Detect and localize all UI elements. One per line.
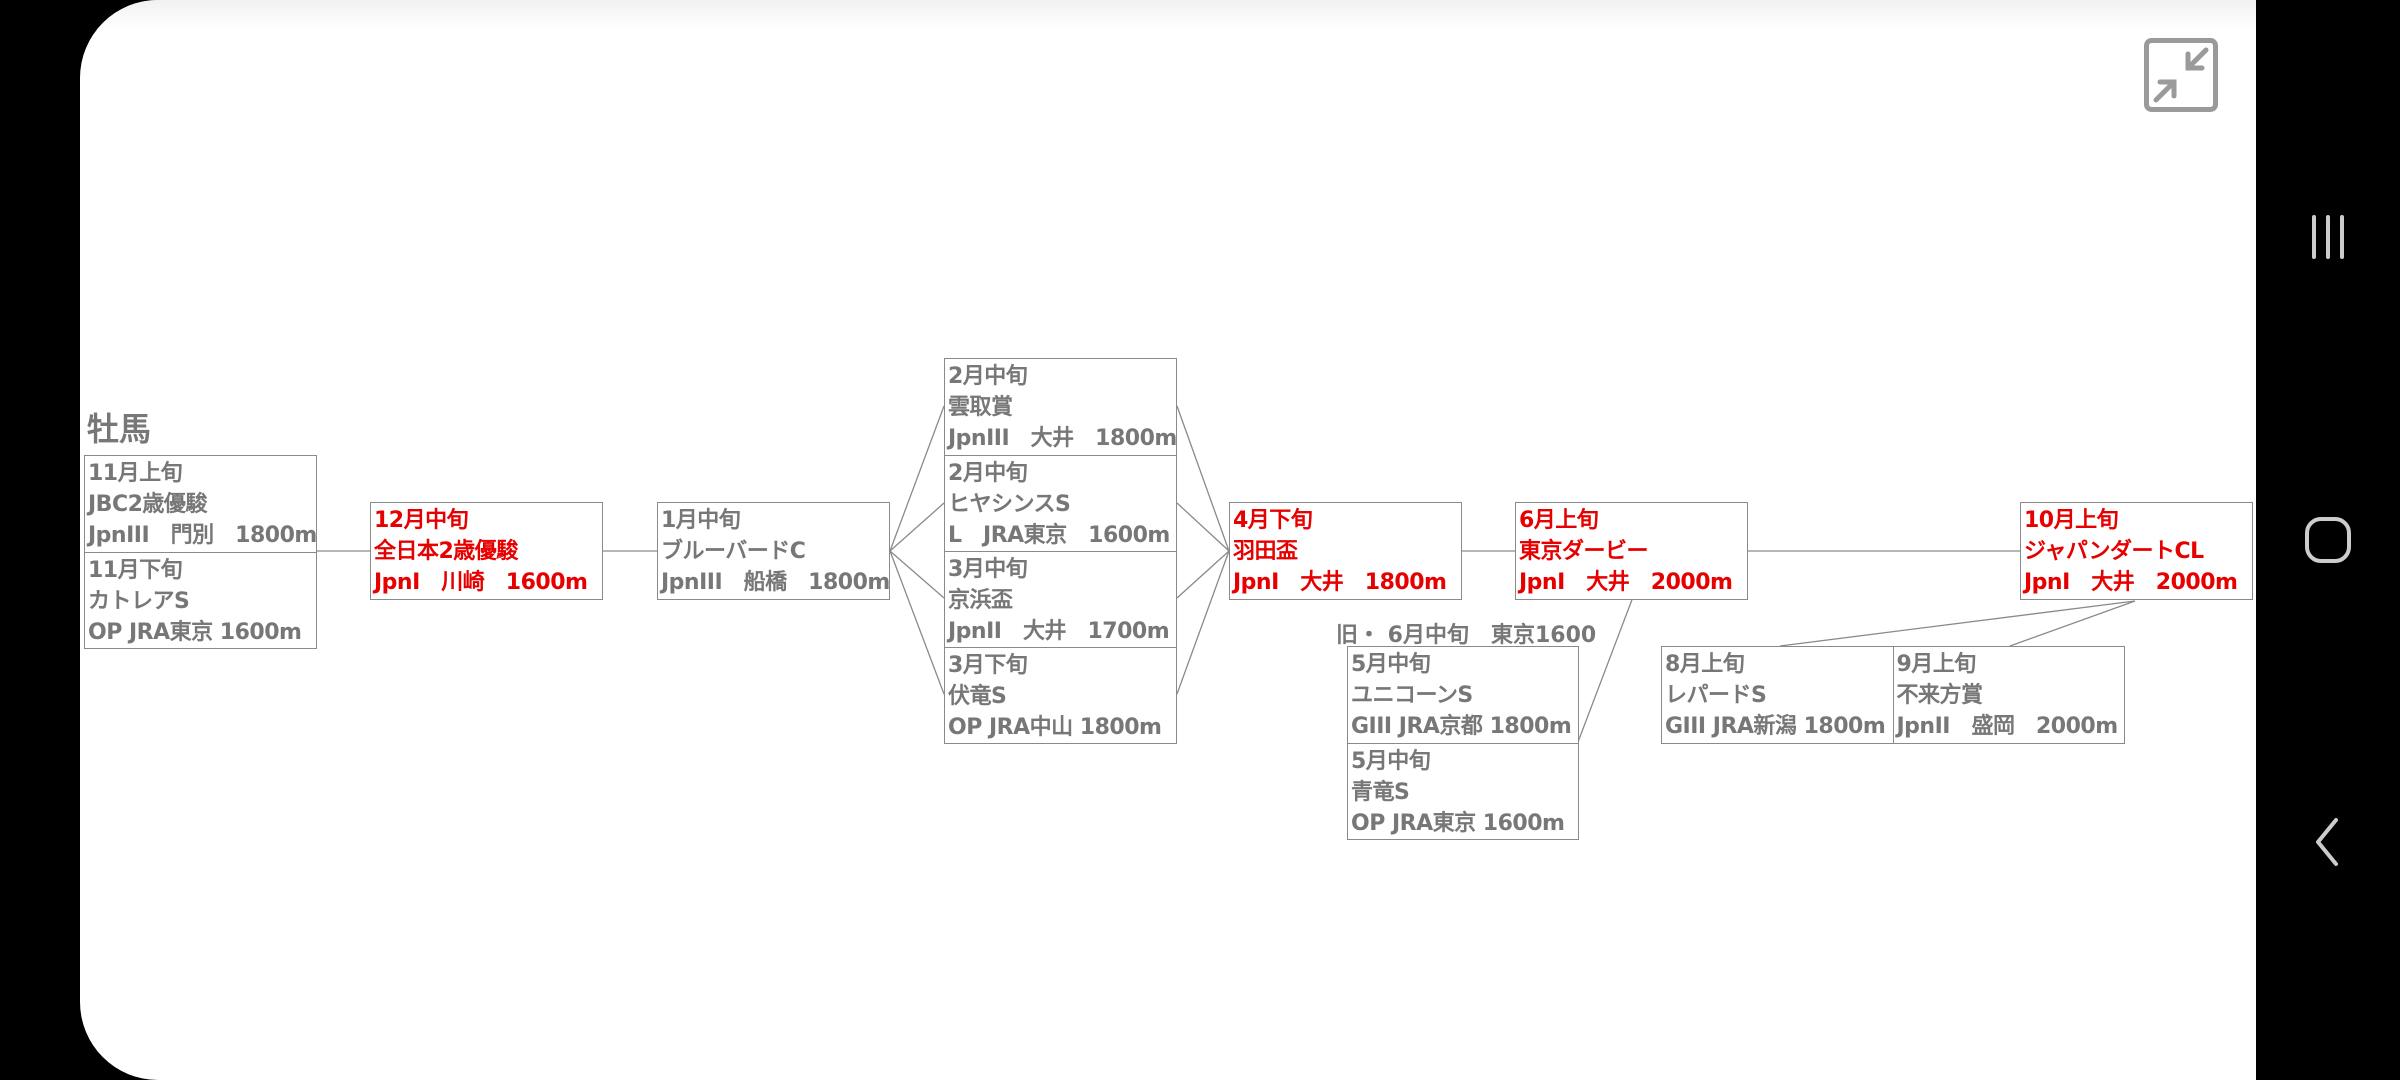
navigation-bar xyxy=(2256,0,2400,1080)
top-shade xyxy=(80,0,2256,30)
race-info: OP JRA東京 1600m xyxy=(1351,811,1565,836)
exit-fullscreen-icon[interactable] xyxy=(2144,38,2218,112)
note-label: 旧・ 6月中旬 東京1600 xyxy=(1336,623,1597,648)
back-icon[interactable] xyxy=(2298,812,2358,872)
race-item[interactable]: 5月中旬青竜S OP JRA東京 1600m xyxy=(1348,743,1578,839)
connector-line xyxy=(889,502,945,552)
race-item[interactable]: 3月中旬京浜盃 JpnII 大井 1700m xyxy=(945,551,1176,647)
race-name: 全日本2歳優駿 xyxy=(374,539,518,564)
race-info: JpnI 川崎 1600m xyxy=(374,570,588,595)
race-name: ヒヤシンスS xyxy=(948,492,1071,517)
race-name: 京浜盃 xyxy=(948,588,1013,613)
connector-line xyxy=(1176,405,1230,552)
race-item[interactable]: 11月上旬 JBC2歳優駿 JpnIII 門別 1800m xyxy=(85,456,317,552)
race-item[interactable]: 12月中旬全日本2歳優駿 JpnI 川崎 1600m xyxy=(371,503,602,599)
race-item[interactable]: 10月上旬ジャパンダートCL JpnI 大井 2000m xyxy=(2021,503,2252,599)
race-period: 2月中旬 xyxy=(948,364,1028,389)
chart-title: 牡馬 xyxy=(87,410,152,448)
race-period: 5月中旬 xyxy=(1351,749,1431,774)
race-item[interactable]: 1月中旬ブルーバードC JpnIII 船橋 1800m xyxy=(658,503,890,599)
race-name: ブルーバードC xyxy=(661,539,806,564)
race-name: 東京ダービー xyxy=(1519,539,1649,564)
race-item[interactable]: 8月上旬レパードS GIII JRA新潟 1800m xyxy=(1662,647,1893,743)
race-period: 9月上旬 xyxy=(1896,652,1977,677)
race-info: GIII JRA新潟 1800m xyxy=(1665,714,1886,739)
race-info: JpnII 盛岡 2000m xyxy=(1896,714,2119,739)
race-info: OP JRA中山 1800m xyxy=(948,715,1162,740)
connector-line xyxy=(889,405,945,552)
connector-line xyxy=(2009,600,2136,647)
race-item[interactable]: 2月中旬ヒヤシンスS L JRA東京 1600m xyxy=(945,455,1176,551)
connector-line xyxy=(1176,502,1230,552)
race-group-oct: 10月上旬ジャパンダートCL JpnI 大井 2000m xyxy=(2020,502,2253,600)
race-info: JpnIII 門別 1800m xyxy=(88,523,317,548)
race-name: 羽田盃 xyxy=(1233,539,1298,564)
race-period: 6月上旬 xyxy=(1519,508,1599,533)
connector-line xyxy=(889,550,945,695)
race-item[interactable]: 2月中旬雲取賞 JpnIII 大井 1800m xyxy=(945,359,1177,455)
race-group-aug: 8月上旬レパードS GIII JRA新潟 1800m 9月上旬不来方賞 JpnII 盛… xyxy=(1661,646,2125,744)
race-info: JpnII 大井 1700m xyxy=(948,619,1170,644)
race-info: JpnIII 船橋 1800m xyxy=(661,570,890,595)
home-icon[interactable] xyxy=(2298,510,2358,570)
race-name: カトレアS xyxy=(88,589,190,614)
race-group-apr: 4月下旬羽田盃 JpnI 大井 1800m xyxy=(1229,502,1462,600)
race-period: 10月上旬 xyxy=(2024,508,2119,533)
race-name: 伏竜S xyxy=(948,684,1007,709)
race-info: L JRA東京 1600m xyxy=(948,523,1170,548)
race-item[interactable]: 11月下旬カトレアS OP JRA東京 1600m xyxy=(85,552,316,648)
recents-icon[interactable] xyxy=(2298,207,2358,267)
race-period: 3月下旬 xyxy=(948,653,1028,678)
race-info: JpnI 大井 2000m xyxy=(2024,570,2238,595)
race-period: 11月上旬 xyxy=(88,461,183,486)
race-name: 青竜S xyxy=(1351,780,1410,805)
race-group-jan: 1月中旬ブルーバードC JpnIII 船橋 1800m xyxy=(657,502,890,600)
connector-lines xyxy=(317,405,2136,743)
race-group-dec: 12月中旬全日本2歳優駿 JpnI 川崎 1600m xyxy=(370,502,603,600)
race-name: JBC2歳優駿 xyxy=(88,492,207,517)
race-period: 1月中旬 xyxy=(661,508,741,533)
race-name: ユニコーンS xyxy=(1351,683,1473,708)
race-period: 2月中旬 xyxy=(948,461,1028,486)
race-name: ジャパンダートCL xyxy=(2024,539,2204,564)
race-name: 不来方賞 xyxy=(1896,683,1984,708)
race-info: JpnI 大井 2000m xyxy=(1519,570,1733,595)
race-period: 11月下旬 xyxy=(88,558,183,583)
race-info: JpnI 大井 1800m xyxy=(1233,570,1447,595)
race-period: 5月中旬 xyxy=(1351,652,1431,677)
connector-line xyxy=(1176,550,1230,599)
race-period: 3月中旬 xyxy=(948,557,1028,582)
app-screen: 牡馬 旧・ 6月中旬 東京1600 11月上旬 JBC2歳優駿 JpnIII 門別 … xyxy=(80,0,2256,1080)
race-period: 8月上旬 xyxy=(1665,652,1745,677)
connector-line xyxy=(1176,550,1230,695)
connector-line xyxy=(889,550,945,599)
race-item[interactable]: 3月下旬伏竜S OP JRA中山 1800m xyxy=(945,647,1176,743)
race-period: 4月下旬 xyxy=(1233,508,1313,533)
race-info: JpnIII 大井 1800m xyxy=(948,426,1177,451)
race-item[interactable]: 6月上旬東京ダービー JpnI 大井 2000m xyxy=(1516,503,1747,599)
race-item[interactable]: 5月中旬ユニコーンS GIII JRA京都 1800m xyxy=(1348,647,1578,743)
race-info: OP JRA東京 1600m xyxy=(88,620,302,645)
race-item[interactable]: 9月上旬不来方賞 JpnII 盛岡 2000m xyxy=(1892,647,2125,743)
connector-line xyxy=(1577,596,1634,743)
race-group-nov: 11月上旬 JBC2歳優駿 JpnIII 門別 1800m 11月下旬カトレアS OP … xyxy=(84,455,317,649)
race-item[interactable]: 4月下旬羽田盃 JpnI 大井 1800m xyxy=(1230,503,1461,599)
race-name: レパードS xyxy=(1665,683,1767,708)
race-period: 12月中旬 xyxy=(374,508,469,533)
race-group-jun: 6月上旬東京ダービー JpnI 大井 2000m xyxy=(1515,502,1748,600)
race-info: GIII JRA京都 1800m xyxy=(1351,714,1572,739)
race-name: 雲取賞 xyxy=(948,395,1013,420)
connector-line xyxy=(1779,600,2136,647)
